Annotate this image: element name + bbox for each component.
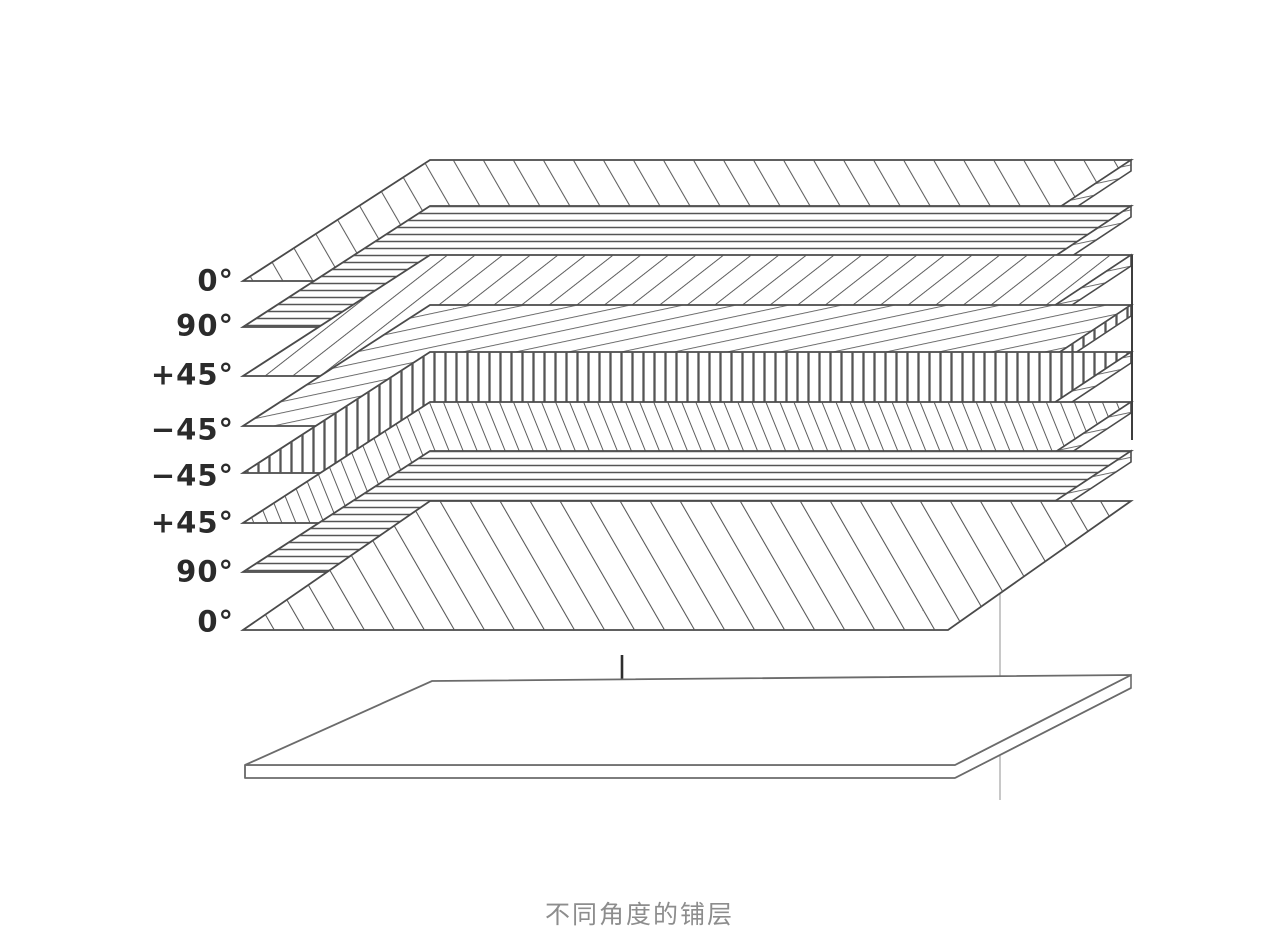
- ply-label-7: 90°: [176, 554, 234, 589]
- ply-label-8: 0°: [197, 604, 234, 639]
- ply-label-1: 0°: [197, 263, 234, 298]
- ply-label-6: +45°: [150, 505, 234, 540]
- figure-caption: 不同角度的铺层: [544, 900, 734, 929]
- ply-layer-8: [240, 500, 1134, 631]
- ply-label-5: −45°: [150, 458, 234, 493]
- ply-label-3: +45°: [150, 357, 234, 392]
- ply-label-4: −45°: [150, 412, 234, 447]
- ply-label-2: 90°: [176, 308, 234, 343]
- consolidated-laminate-plate: [244, 673, 1132, 779]
